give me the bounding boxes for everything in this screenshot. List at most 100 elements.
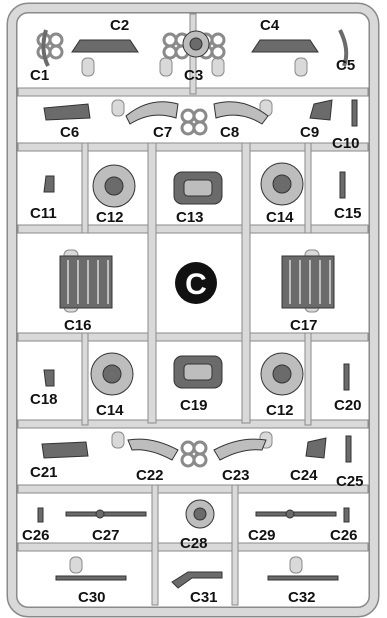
gate-tab [69,556,83,574]
sprue-frame-inner [8,4,378,616]
part-label: C30 [78,589,106,606]
gate-tab [294,57,308,77]
runner-h3 [17,224,369,234]
runner-v8 [231,484,239,606]
part-c9 [309,99,333,121]
part-labels: C1 C2 C3 C4 C5 C6 C7 C8 C9 C10 C11 C12 C… [22,17,364,606]
part-label: C32 [288,589,316,606]
part-label: C18 [30,391,58,408]
part-c27 [65,511,147,517]
runner-v1 [147,142,157,424]
part-c8 [213,101,269,125]
part-c13-window [183,179,213,197]
clover-junction [36,32,64,60]
part-c25 [345,435,352,463]
part-c3-hub [189,37,203,51]
part-c26-right [343,507,350,523]
part-label: C1 [30,67,49,84]
part-c14-hub [272,174,292,194]
part-c4 [251,39,319,53]
part-label: C29 [248,527,276,544]
part-label: C28 [180,535,208,552]
part-label: C3 [184,67,203,84]
gate-tab [289,556,303,574]
runner-v5 [81,332,89,426]
runner-h2 [17,142,369,152]
part-label: C10 [332,135,360,152]
part-c16-slats [67,260,109,304]
part-c21 [41,441,89,459]
part-label: C12 [266,402,294,419]
part-label: C26 [330,527,358,544]
runner-v7 [151,484,159,606]
gate-tab [159,57,173,77]
part-c7 [125,101,179,125]
part-c5 [338,29,349,67]
runner-h6 [17,484,369,494]
part-label: C14 [96,402,124,419]
runner-h4 [17,332,369,342]
part-c10 [351,99,358,127]
part-label: C26 [22,527,50,544]
part-c22 [127,438,179,461]
part-label: C9 [300,124,319,141]
part-label: C17 [290,317,318,334]
part-label: C2 [110,17,129,34]
runner-v3 [81,142,89,234]
sprue-badge [175,262,217,304]
part-c31 [171,571,223,589]
part-label: C20 [334,397,362,414]
part-label: C12 [96,209,124,226]
gate-tab [81,57,95,77]
part-c20 [343,363,350,391]
runner-v4 [304,142,312,234]
part-label: C11 [30,205,57,222]
part-c27-end [95,509,105,519]
part-c26-left [37,507,44,523]
part-c17-slats [289,260,331,304]
parts [37,29,358,589]
part-c32 [267,575,339,581]
part-c28-hub [193,507,207,521]
part-label: C6 [60,124,79,141]
part-label: C25 [336,473,364,490]
runner-v2 [241,142,251,424]
runner-h5 [17,419,369,429]
part-c30 [55,575,127,581]
part-label: C19 [180,397,208,414]
part-c15 [339,171,346,199]
part-c6 [43,103,91,121]
part-c2 [71,39,139,53]
part-c24 [305,437,327,459]
part-label: C21 [30,464,58,481]
part-label: C5 [336,57,355,74]
part-label: C31 [190,589,218,606]
part-label: C24 [290,467,318,484]
part-label: C22 [136,467,164,484]
gate-tab [211,57,225,77]
part-label: C7 [153,124,172,141]
part-c1 [41,29,50,67]
clover-junction [180,108,208,136]
part-c14-lower-hub [102,364,122,384]
part-label: C13 [176,209,204,226]
part-c12-hub [104,176,124,196]
part-c29 [255,511,337,517]
part-c18 [43,369,55,387]
part-label: C4 [260,17,280,34]
part-c23 [213,438,267,461]
part-label: C14 [266,209,294,226]
part-c19-window [183,363,213,381]
part-label: C23 [222,467,250,484]
runner-v6 [304,332,312,426]
part-c11 [43,175,55,193]
gate-tab [111,431,125,449]
part-c12-lower-hub [272,364,292,384]
clover-junction [180,440,208,468]
runner-h7 [17,542,369,552]
part-c29-end [285,509,295,519]
sprue-badge-letter: C [185,268,207,301]
clover-junctions [36,32,226,468]
part-label: C16 [64,317,92,334]
